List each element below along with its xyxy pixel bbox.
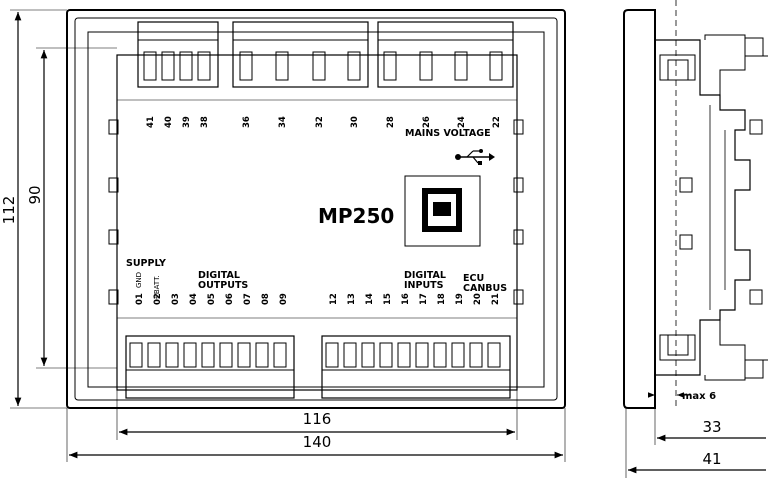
terminal-slot [237, 342, 251, 368]
dim-width-inner-label: 116 [303, 410, 332, 428]
dimension-width-outer: 140 [66, 408, 566, 462]
pin-label: 20 [473, 293, 483, 305]
digital-outputs-label-2: OUTPUTS [198, 280, 248, 291]
pin-label: 22 [492, 116, 502, 128]
batt-label: +BATT. [153, 275, 161, 300]
pin-label: 02 [153, 293, 163, 305]
digital-inputs-label-1: DIGITAL [404, 270, 446, 281]
terminal-slot [325, 342, 339, 368]
terminal-slot [165, 342, 179, 368]
panel-cutout [87, 31, 545, 388]
terminal-slot [451, 342, 465, 368]
pin-label: 21 [491, 293, 501, 305]
pin-label: 41 [146, 116, 156, 128]
gnd-label: GND [135, 272, 143, 288]
terminal-slot [415, 342, 429, 368]
pin-label: 14 [365, 293, 375, 305]
pin-label: 01 [135, 293, 145, 305]
terminal-slot [361, 342, 375, 368]
dimension-depth-inner: 33 [654, 408, 766, 445]
dim-depth-inner-label: 33 [702, 418, 721, 436]
pin-label: 39 [182, 116, 192, 128]
side-view: max 6 33 41 [623, 0, 768, 478]
dim-max-label: max 6 [682, 391, 716, 402]
dimension-width-inner: 116 [116, 390, 518, 440]
dim-depth-outer-label: 41 [702, 450, 721, 468]
usb-port [404, 175, 481, 247]
terminal-slot [433, 342, 447, 368]
terminal-slot [201, 342, 215, 368]
pin-label: 38 [200, 116, 210, 128]
dimension-height-inner: 90 [26, 47, 117, 369]
front-view: 41 40 39 38 36 34 32 30 28 26 24 22 MAIN… [0, 9, 566, 462]
terminal-slot [219, 342, 233, 368]
terminal-slot [379, 342, 393, 368]
pin-label: 07 [243, 293, 253, 305]
inner-bezel [74, 17, 558, 401]
mains-voltage-label: MAINS VOLTAGE [405, 128, 491, 139]
pin-label: 26 [422, 116, 432, 128]
pin-label: 15 [383, 293, 393, 305]
pin-label: 09 [279, 293, 289, 305]
ecu-canbus-label-2: CANBUS [463, 283, 507, 294]
digital-outputs-label-1: DIGITAL [198, 270, 240, 281]
supply-label: SUPPLY [126, 258, 166, 269]
dim-height-outer-label: 112 [0, 196, 18, 225]
usb-icon [455, 149, 495, 165]
pin-label: 12 [329, 293, 339, 305]
side-clips [108, 99, 524, 319]
dim-width-outer-label: 140 [303, 433, 332, 451]
terminal-slot [273, 342, 287, 368]
bottom-pin-labels: 01 02 03 04 05 06 07 08 09 12 13 14 15 1… [135, 293, 501, 305]
terminal-slot [469, 342, 483, 368]
pin-label: 04 [189, 293, 199, 305]
bottom-connector-right [321, 335, 511, 399]
digital-inputs-label-2: INPUTS [404, 280, 444, 291]
pin-label: 17 [419, 293, 429, 305]
pin-label: 34 [278, 116, 288, 128]
device-body [116, 54, 518, 391]
side-body [655, 34, 768, 381]
bottom-connector-left [125, 335, 295, 399]
terminal-slot [129, 342, 143, 368]
pin-label: 13 [347, 293, 357, 305]
terminal-slot [147, 342, 161, 368]
pin-label: 05 [207, 293, 217, 305]
top-connector-1 [137, 21, 219, 88]
dim-height-inner-label: 90 [26, 185, 44, 204]
terminal-slot [397, 342, 411, 368]
pin-label: 24 [457, 116, 467, 128]
dimension-depth-outer: 41 [625, 408, 766, 478]
pin-label: 19 [455, 293, 465, 305]
pin-label: 16 [401, 293, 411, 305]
terminal-slot [255, 342, 269, 368]
pin-label: 08 [261, 293, 271, 305]
pin-label: 32 [315, 116, 325, 128]
pin-label: 18 [437, 293, 447, 305]
dimension-max: max 6 [648, 391, 716, 402]
terminal-slot [343, 342, 357, 368]
pin-label: 28 [386, 116, 396, 128]
side-bezel [623, 9, 656, 409]
terminal-slot [183, 342, 197, 368]
terminal-slot [487, 342, 501, 368]
pin-label: 06 [225, 293, 235, 305]
pin-label: 40 [164, 116, 174, 128]
top-connector-3 [377, 21, 514, 88]
dimension-height-outer: 112 [0, 9, 67, 409]
model-label: MP250 [318, 204, 394, 228]
ecu-canbus-label-1: ECU [463, 273, 484, 284]
pin-label: 30 [350, 116, 360, 128]
outer-bezel [66, 9, 566, 409]
pin-label: 03 [171, 293, 181, 305]
top-connector-2 [232, 21, 369, 88]
pin-label: 36 [242, 116, 252, 128]
top-pin-labels: 41 40 39 38 36 34 32 30 28 26 24 22 [146, 116, 502, 128]
